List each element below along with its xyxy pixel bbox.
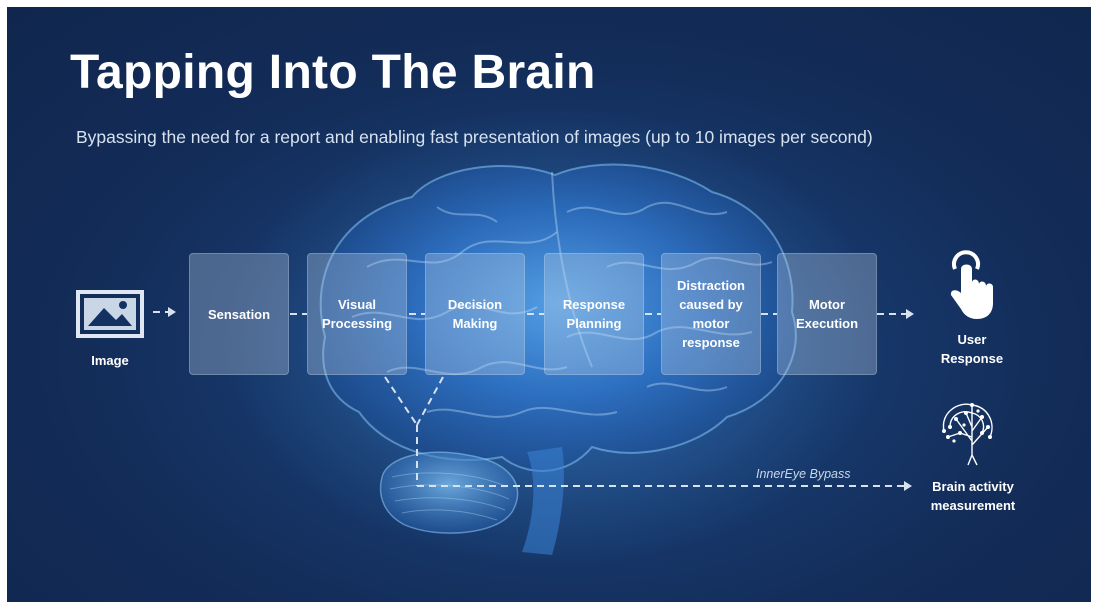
hand-pointer-icon [950, 250, 993, 319]
bypass-branch-decision [416, 376, 444, 426]
page-title: Tapping Into The Brain [70, 46, 596, 99]
bypass-branch-visual [384, 376, 418, 426]
page-subtitle: Bypassing the need for a report and enab… [76, 127, 873, 147]
image-label: Image [91, 353, 129, 368]
stage-sensation: Sensation [189, 253, 289, 375]
arrowhead-brain-activity [904, 481, 912, 491]
flow-connectors [153, 307, 914, 491]
image-icon [76, 290, 144, 338]
slide: Tapping Into The Brain Bypassing the nee… [7, 7, 1091, 602]
arrowhead-response [906, 309, 914, 319]
brain-illustration [222, 107, 882, 567]
brain-network-icon [942, 403, 993, 466]
innereye-bypass-label: InnerEye Bypass [756, 467, 851, 481]
arrowhead-sensation [168, 307, 176, 317]
